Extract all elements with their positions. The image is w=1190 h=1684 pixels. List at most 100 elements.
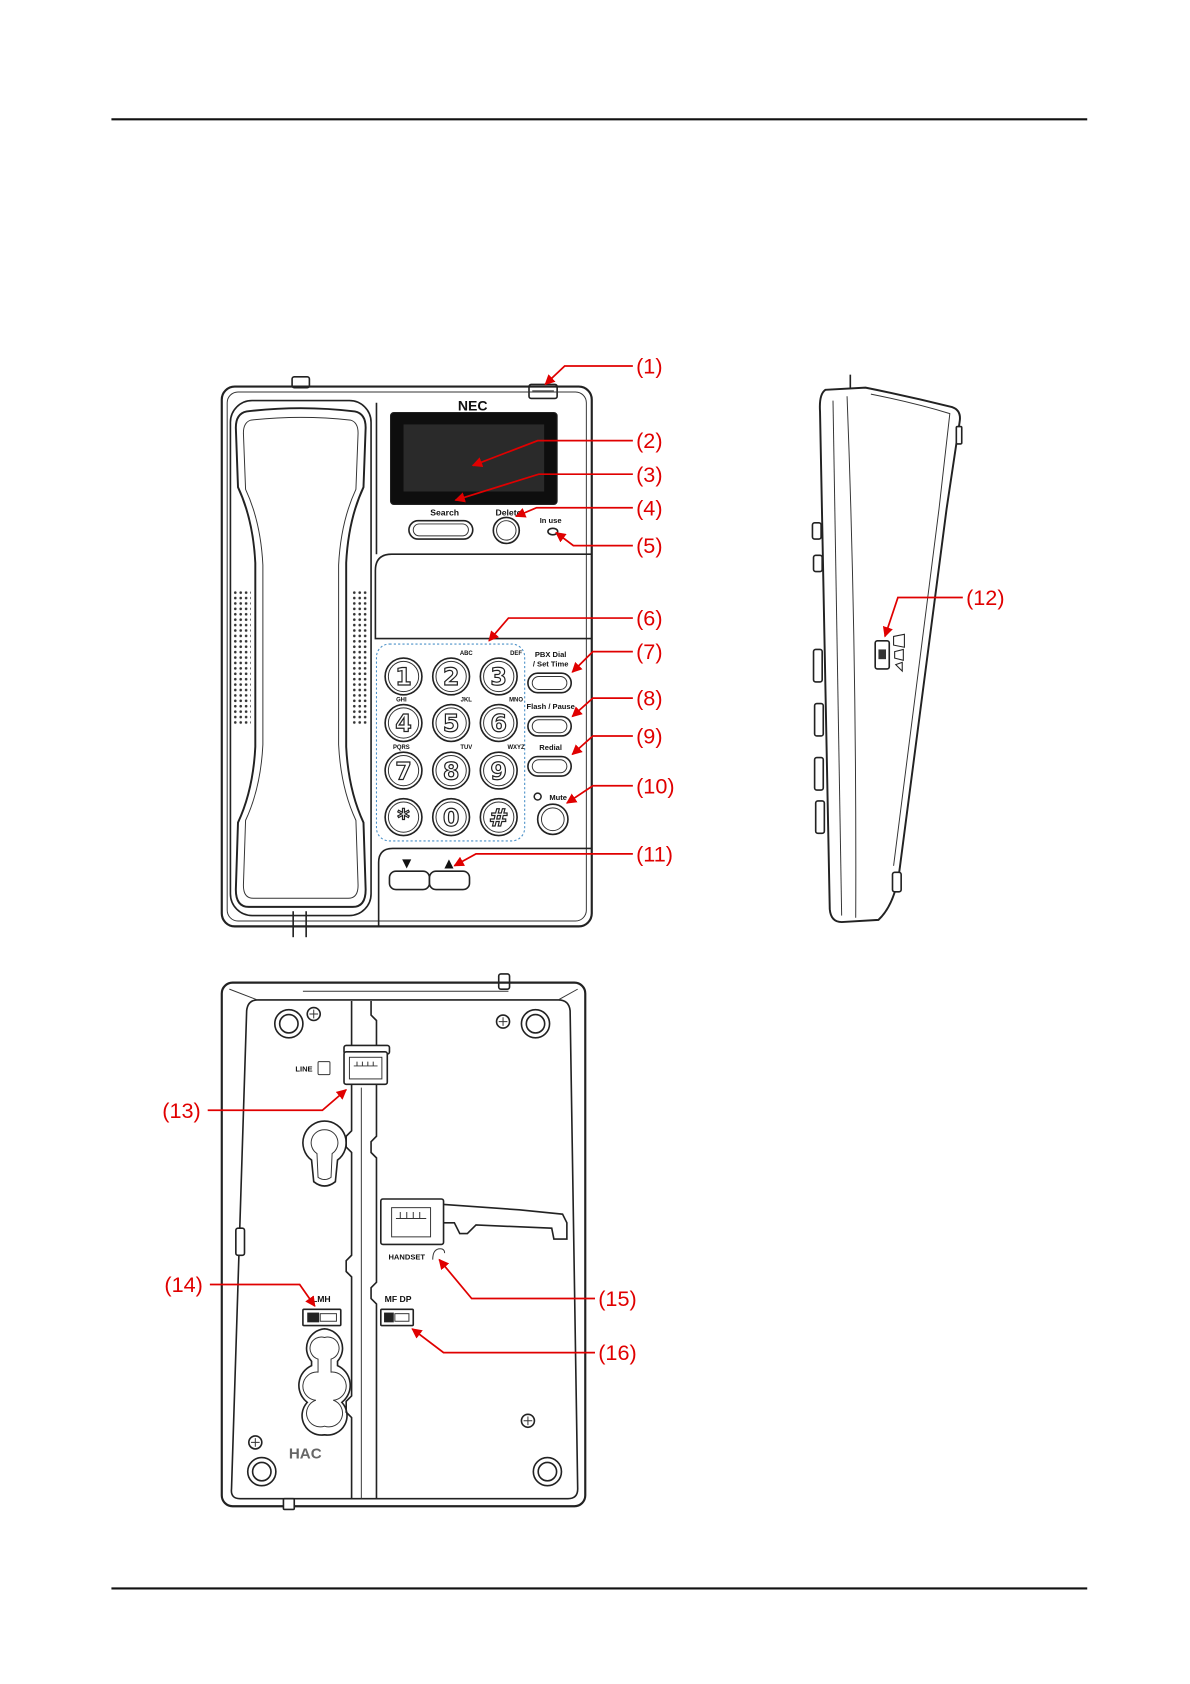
callout-7: (7)	[572, 639, 662, 672]
svg-text:(9): (9)	[636, 724, 662, 749]
line-jack	[344, 1045, 389, 1084]
mute-led-icon	[534, 793, 541, 800]
handset-jack	[381, 1199, 444, 1244]
key-9: 9WXYZ	[480, 745, 525, 789]
svg-text:(2): (2)	[636, 428, 662, 453]
delete-button	[493, 517, 519, 543]
key-star-digit: *	[397, 804, 409, 832]
key-6-letters: MNO	[509, 697, 523, 703]
speaker-grill-right	[351, 590, 369, 725]
key-5-letters: JKL	[461, 697, 473, 703]
handset	[236, 408, 366, 907]
key-9-digit: 9	[490, 757, 507, 785]
key-4-digit: 4	[395, 710, 412, 738]
key-6: 6 MNO	[480, 697, 523, 741]
plate-corner-tl	[229, 989, 257, 1000]
pbx-dial-label: PBX Dial	[535, 650, 567, 659]
key-7-digit: 7	[395, 757, 412, 785]
key-hash-digit: #	[489, 804, 509, 832]
callout-14: (14)	[164, 1272, 314, 1306]
nav-down-button	[389, 871, 429, 889]
svg-text:(11): (11)	[636, 841, 673, 866]
lcd-display	[404, 424, 545, 491]
key-6-digit: 6	[490, 710, 507, 738]
phone-side-view	[812, 375, 961, 922]
svg-text:(15): (15)	[598, 1286, 636, 1311]
callout-15: (15)	[439, 1260, 636, 1312]
key-hash: #	[480, 799, 517, 836]
set-time-label: / Set Time	[533, 660, 569, 669]
key-star: *	[385, 799, 422, 836]
key-1-digit: 1	[395, 663, 412, 691]
side-clip	[236, 1228, 245, 1255]
nav-up-button	[429, 871, 469, 889]
key-8-digit: 8	[443, 757, 460, 785]
search-label: Search	[430, 507, 459, 517]
redial-label: Redial	[539, 743, 562, 752]
svg-text:(10): (10)	[636, 773, 674, 798]
key-5: 5JKL	[433, 697, 473, 741]
svg-text:(6): (6)	[636, 606, 662, 631]
key-8: 8TUV	[433, 745, 473, 789]
svg-text:(4): (4)	[636, 495, 662, 520]
key-3-letters: DEF	[510, 651, 522, 657]
callout-10: (10)	[567, 773, 675, 803]
key-2-letters: ABC	[460, 651, 474, 657]
line-jack-icon	[318, 1062, 330, 1075]
phone-bottom-view: LINE HANDSET LMH MF DP HA	[222, 974, 585, 1510]
nav-down-glyph: ▼	[402, 856, 412, 870]
key-7-letters: PQRS	[393, 745, 410, 751]
bottom-plate	[231, 1000, 577, 1499]
volume-mid-icon	[895, 649, 904, 660]
volume-high-icon	[894, 634, 905, 647]
callout-11: (11)	[454, 841, 673, 866]
key-2-digit: 2	[443, 663, 460, 691]
key-2: 2ABC	[433, 651, 474, 695]
hac-label: HAC	[289, 1446, 322, 1463]
svg-text:(12): (12)	[966, 585, 1004, 610]
handset-label: HANDSET	[388, 1253, 425, 1262]
callout-9: (9)	[572, 724, 662, 755]
speaker-grill-left	[233, 590, 251, 725]
key-0: 0	[433, 799, 470, 836]
svg-text:(3): (3)	[636, 462, 662, 487]
label-card-area	[375, 554, 591, 638]
brand-logo: NEC	[458, 397, 488, 413]
lmh-label: LMH	[312, 1294, 331, 1304]
wall-mount-keyhole-lower	[299, 1329, 350, 1435]
key-3-digit: 3	[490, 663, 507, 691]
svg-text:(13): (13)	[162, 1098, 200, 1123]
key-9-letters: WXYZ	[507, 745, 525, 751]
svg-text:(1): (1)	[636, 354, 662, 379]
dial-mode-switch	[381, 1309, 413, 1325]
key-7: 7 PQRS	[385, 745, 422, 789]
svg-text:(7): (7)	[636, 639, 662, 664]
key-0-digit: 0	[443, 804, 460, 832]
nav-up-glyph: ▲	[444, 856, 454, 870]
handset-hook-icon	[433, 1249, 445, 1260]
svg-text:(5): (5)	[636, 533, 662, 558]
bottom-tab-bottom	[283, 1499, 294, 1510]
wall-mount-keyhole-upper	[303, 1121, 346, 1186]
flash-pause-label: Flash / Pause	[526, 702, 574, 711]
callout-6: (6)	[489, 606, 663, 641]
plate-corner-tr	[558, 989, 577, 1000]
in-use-label: In use	[540, 516, 562, 525]
svg-text:(8): (8)	[636, 686, 662, 711]
key-8-letters: TUV	[460, 745, 472, 751]
ringer-volume-switch	[303, 1309, 341, 1325]
mute-button	[538, 804, 568, 834]
callout-1: (1)	[545, 354, 662, 385]
callout-8: (8)	[572, 686, 662, 717]
svg-text:(16): (16)	[598, 1340, 636, 1365]
callout-13: (13)	[162, 1090, 346, 1123]
mf-dp-label: MF DP	[385, 1294, 412, 1304]
callout-16: (16)	[412, 1329, 637, 1365]
handset-cord-route	[444, 1204, 567, 1239]
mute-label: Mute	[549, 793, 567, 802]
key-1: 1	[385, 658, 422, 695]
